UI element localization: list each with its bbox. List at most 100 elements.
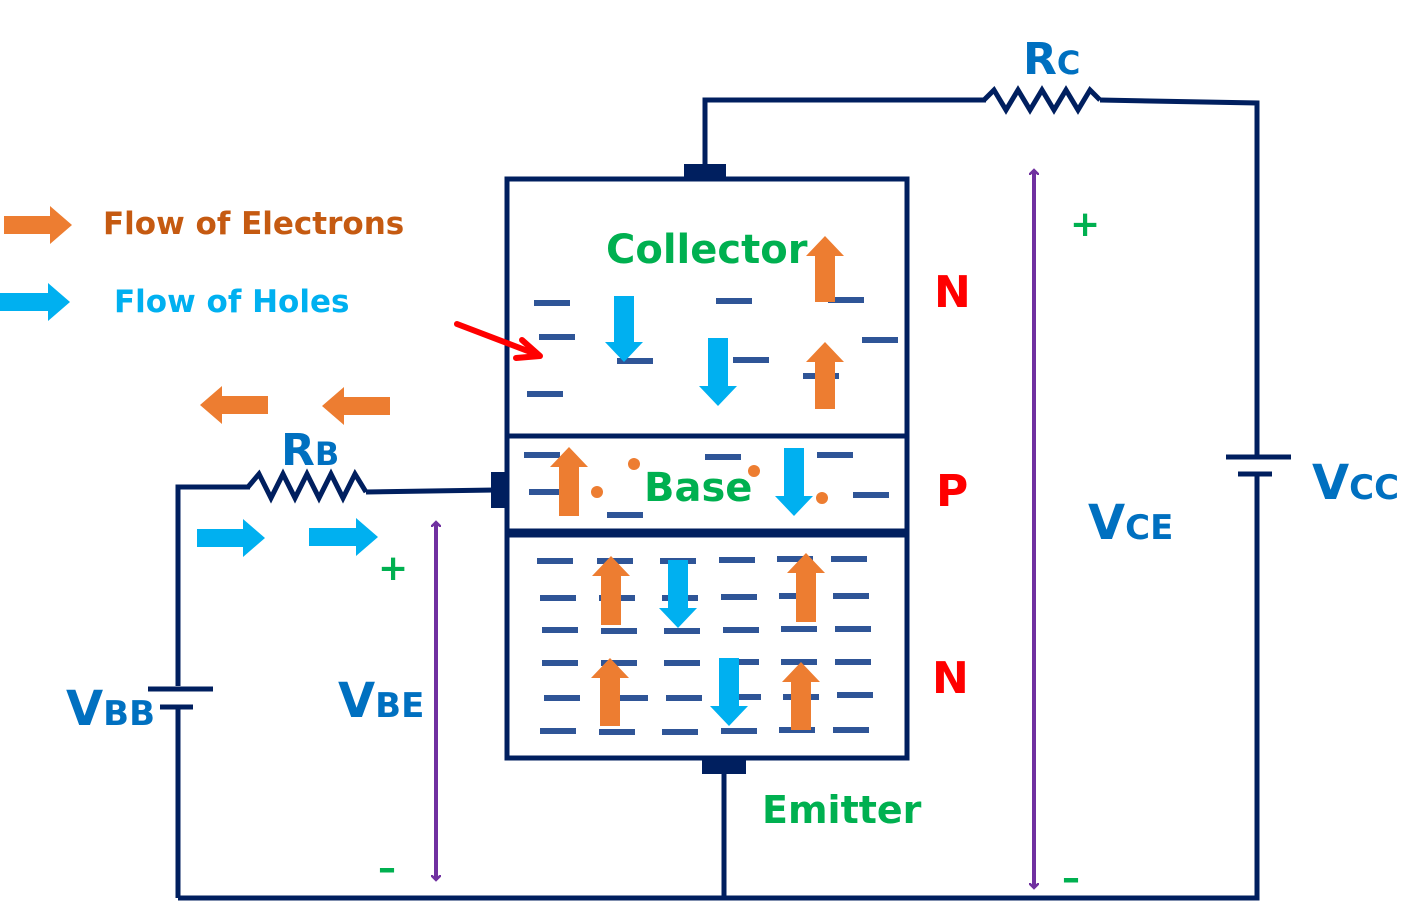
negative-charge-dash [607, 512, 643, 518]
hole-dot [591, 486, 603, 498]
electron-flow-left-arrow-icon [322, 387, 390, 425]
legend: Flow of Electrons Flow of Holes [0, 206, 404, 321]
rc-resistor [982, 85, 1102, 115]
negative-charge-dash [540, 728, 576, 734]
hole-flow-right-arrow-icon [309, 518, 378, 556]
legend-hole-arrow-icon [0, 283, 70, 321]
negative-charge-dash [781, 626, 817, 632]
external-flow-arrows [197, 386, 390, 557]
negative-charge-dash [853, 492, 889, 498]
negative-charge-dash [666, 695, 702, 701]
negative-charge-dash [527, 391, 563, 397]
collector-type-label: N [934, 267, 971, 318]
negative-charge-dash [835, 626, 871, 632]
vbe-minus-sign: – [378, 848, 396, 889]
vbe-plus-sign: + [378, 548, 408, 589]
rc-label: RC [1023, 34, 1080, 85]
collector-region [504, 176, 910, 439]
negative-charge-dash [617, 358, 653, 364]
negative-charge-dash [781, 659, 817, 665]
negative-charge-dash [612, 695, 648, 701]
negative-charge-dash [723, 627, 759, 633]
rc-to-vcc-wire [1099, 97, 1260, 455]
vbb-label: VBB [66, 681, 155, 737]
rb-resistor [246, 468, 369, 504]
negative-charge-dash [599, 729, 635, 735]
hole-flow-down-arrow-icon [710, 658, 748, 726]
collector-terminal [684, 164, 726, 180]
rb-label: RB [281, 425, 339, 476]
hole-dot [628, 458, 640, 470]
emitter-region [504, 532, 910, 761]
collector-label: Collector [606, 227, 808, 273]
hole-flow-down-arrow-icon [775, 448, 813, 516]
vbe-label: VBE [338, 673, 424, 729]
negative-charge-dash [817, 452, 853, 458]
electron-flow-left-arrow-icon [200, 386, 268, 424]
vcc-label: VCC [1312, 455, 1399, 511]
vbb-to-rb-wire [175, 484, 250, 686]
hole-flow-down-arrow-icon [605, 296, 643, 362]
negative-charge-dash [862, 337, 898, 343]
hole-flow-down-arrow-icon [659, 560, 697, 628]
vcc-to-ground-wire [178, 474, 1260, 901]
carrier-flow-arrows [550, 236, 844, 730]
collector-circuit [178, 85, 1291, 901]
hole-flow-right-arrow-icon [197, 519, 265, 557]
emitter-label: Emitter [762, 788, 922, 832]
hole-flow-down-arrow-icon [699, 338, 737, 406]
negative-charge-dash [828, 297, 864, 303]
legend-electron-arrow-icon [4, 206, 72, 244]
electron-flow-up-arrow-icon [592, 556, 630, 625]
negative-charge-dash [542, 660, 578, 666]
vce-label: VCE [1088, 495, 1173, 551]
electron-flow-up-arrow-icon [806, 236, 844, 302]
negative-charge-dash [601, 660, 637, 666]
transistor: Collector Base Emitter N P N [454, 164, 971, 832]
negative-charge-dash [833, 593, 869, 599]
electron-flow-up-arrow-icon [782, 662, 820, 730]
negative-charge-dash [542, 627, 578, 633]
negative-charge-dash [835, 659, 871, 665]
negative-charge-dash [539, 334, 575, 340]
negative-charge-dash [524, 452, 560, 458]
negative-charge-dash [837, 692, 873, 698]
negative-charge-dash [664, 628, 700, 634]
legend-electrons-label: Flow of Electrons [103, 206, 404, 242]
negative-charge-dash [664, 660, 700, 666]
hole-dot [748, 465, 760, 477]
negative-charge-dash [831, 556, 867, 562]
negative-charge-dash [705, 454, 741, 460]
pointer-arrow-icon [454, 321, 543, 361]
negative-charge-dash [537, 558, 573, 564]
hole-dot [816, 492, 828, 504]
negative-charge-dash [733, 357, 769, 363]
base-type-label: P [936, 466, 968, 517]
negative-charge-dash [529, 489, 565, 495]
negative-charge-dash [723, 659, 759, 665]
negative-charge-dash [721, 728, 757, 734]
negative-charge-dash [716, 298, 752, 304]
emitter-type-label: N [932, 653, 969, 704]
vce-plus-sign: + [1070, 204, 1100, 245]
electron-flow-up-arrow-icon [806, 342, 844, 409]
base-label: Base [644, 465, 752, 511]
electron-flow-up-arrow-icon [787, 553, 825, 622]
electron-flow-up-arrow-icon [550, 447, 588, 516]
negative-charge-dash [725, 694, 761, 700]
negative-charge-dash [833, 727, 869, 733]
negative-charge-dash [540, 595, 576, 601]
rb-to-base-wire [365, 487, 496, 495]
negative-charge-dash [719, 557, 755, 563]
legend-holes-label: Flow of Holes [114, 284, 349, 320]
collector-lead-wire [702, 97, 986, 168]
negative-charge-dash [601, 628, 637, 634]
base-hole-dots [591, 458, 828, 504]
negative-charge-dash [534, 300, 570, 306]
electron-flow-up-arrow-icon [591, 658, 629, 726]
negative-charge-dash [544, 695, 580, 701]
base-circuit [148, 468, 727, 898]
vce-minus-sign: – [1062, 858, 1080, 899]
negative-charge-dash [721, 594, 757, 600]
